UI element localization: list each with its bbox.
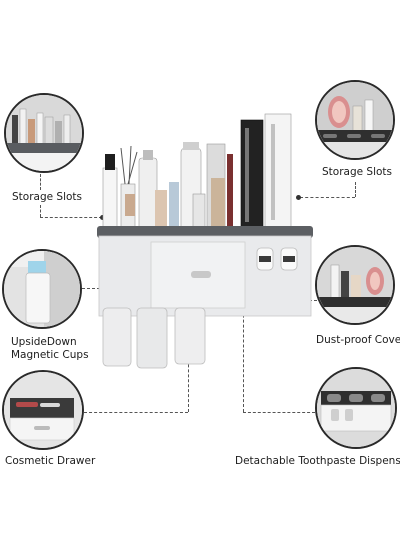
cosmetic-drawer-illustration bbox=[4, 372, 82, 448]
toothpaste-dispenser-closeup bbox=[315, 367, 397, 449]
connector-storage-left-v bbox=[40, 174, 41, 190]
storage-slots-left-illustration bbox=[6, 95, 82, 171]
dustproof-cover-illustration bbox=[317, 247, 393, 323]
connector-storage-left-h bbox=[40, 217, 102, 218]
magnetic-cups-illustration bbox=[4, 251, 80, 327]
toothpaste-dispenser-label: Detachable Toothpaste Dispenser bbox=[235, 455, 400, 467]
toothbrush-holder-product bbox=[97, 113, 313, 369]
storage-slots-label-left: Storage Slots bbox=[12, 191, 83, 203]
cosmetic-drawer-closeup bbox=[2, 370, 84, 450]
connector-dispenser-h bbox=[243, 412, 315, 413]
connector-dot bbox=[296, 195, 301, 200]
magnetic-cups-closeup bbox=[2, 249, 82, 329]
connector-storage-right-h bbox=[300, 197, 355, 198]
connector-storage-right-v bbox=[355, 182, 356, 197]
cosmetic-drawer-label: Cosmetic Drawer bbox=[5, 455, 96, 467]
connector-storage-left-v2 bbox=[40, 205, 41, 217]
magnetic-cups-label-line1: UpsideDown bbox=[11, 336, 77, 348]
magnetic-cups-label-line2: Magnetic Cups bbox=[11, 349, 89, 361]
storage-slots-closeup-left bbox=[4, 93, 84, 173]
dustproof-cover-label: Dust-proof Cover bbox=[316, 334, 400, 346]
connector-dot bbox=[100, 215, 105, 220]
toothpaste-dispenser-illustration bbox=[317, 369, 395, 447]
dustproof-cover-closeup bbox=[315, 245, 395, 325]
connector-drawer-h bbox=[84, 412, 188, 413]
connector-dispenser-v bbox=[243, 265, 244, 412]
storage-slots-label-right: Storage Slots bbox=[322, 166, 393, 178]
storage-slots-right-illustration bbox=[317, 82, 393, 158]
storage-slots-closeup-right bbox=[315, 80, 395, 160]
